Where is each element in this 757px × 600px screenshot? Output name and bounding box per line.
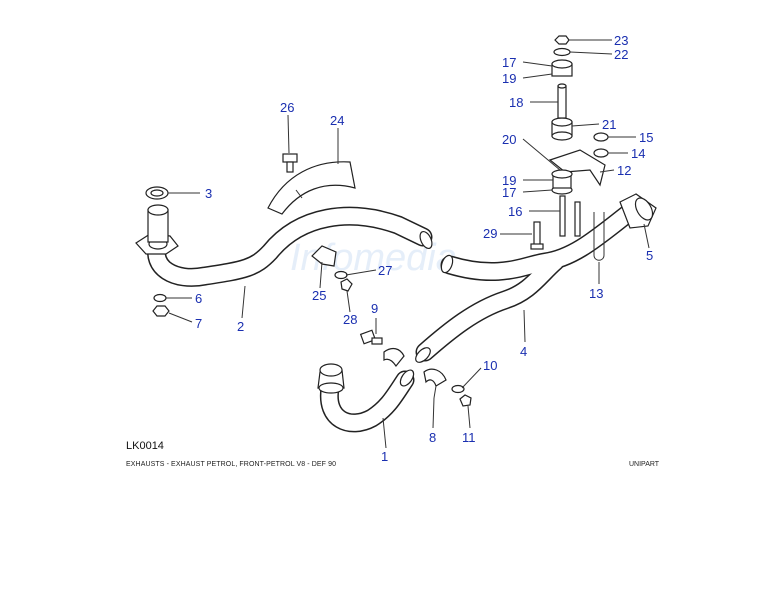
callout-28: 28	[343, 312, 357, 327]
heat-shield-bolt	[282, 153, 298, 173]
callout-17-upper: 17	[502, 55, 516, 70]
left-front-pipe	[135, 204, 433, 287]
pipe-clamp	[311, 245, 353, 292]
mounting-rubber-stack	[548, 35, 609, 195]
callout-6: 6	[195, 291, 202, 306]
callout-21: 21	[602, 117, 616, 132]
lower-clamp	[423, 368, 472, 407]
callout-12: 12	[617, 163, 631, 178]
mounting-studs	[559, 195, 581, 237]
callout-8: 8	[429, 430, 436, 445]
callout-13: 13	[589, 286, 603, 301]
u-bolt	[593, 212, 605, 261]
callout-29: 29	[483, 226, 497, 241]
brand-label: UNIPART	[629, 461, 660, 468]
diagram-caption: EXHAUSTS - EXHAUST PETROL, FRONT-PETROL …	[126, 461, 337, 468]
callout-labels: 1 2 3 4 5 6 7 8 9 10 11 12 13 14 15 16 1…	[195, 33, 653, 464]
callout-20: 20	[502, 132, 516, 147]
callout-27: 27	[378, 263, 392, 278]
callout-9: 9	[371, 301, 378, 316]
callout-1: 1	[381, 449, 388, 464]
callout-10: 10	[483, 358, 497, 373]
callout-23: 23	[614, 33, 628, 48]
heat-shield	[267, 161, 356, 215]
outlet-flange	[619, 193, 657, 229]
callout-17-lower: 17	[502, 185, 516, 200]
flange-gasket	[145, 186, 169, 200]
callout-19-upper: 19	[502, 71, 516, 86]
leader-lines	[166, 39, 650, 449]
callout-5: 5	[646, 248, 653, 263]
callout-18: 18	[509, 95, 523, 110]
callout-15: 15	[639, 130, 653, 145]
diagram-code: LK0014	[126, 440, 164, 452]
callout-24: 24	[330, 113, 344, 128]
callout-22: 22	[614, 47, 628, 62]
callout-26: 26	[280, 100, 294, 115]
callout-4: 4	[520, 344, 527, 359]
callout-3: 3	[205, 186, 212, 201]
mounting-bolt	[530, 221, 544, 250]
callout-25: 25	[312, 288, 326, 303]
callout-11: 11	[462, 430, 476, 445]
callout-19-lower: 19	[502, 173, 516, 188]
callout-14: 14	[631, 146, 645, 161]
callout-16: 16	[508, 204, 522, 219]
callout-2: 2	[237, 319, 244, 334]
right-front-pipe	[317, 347, 415, 433]
clamp-bolt	[359, 329, 383, 345]
callout-7: 7	[195, 316, 202, 331]
